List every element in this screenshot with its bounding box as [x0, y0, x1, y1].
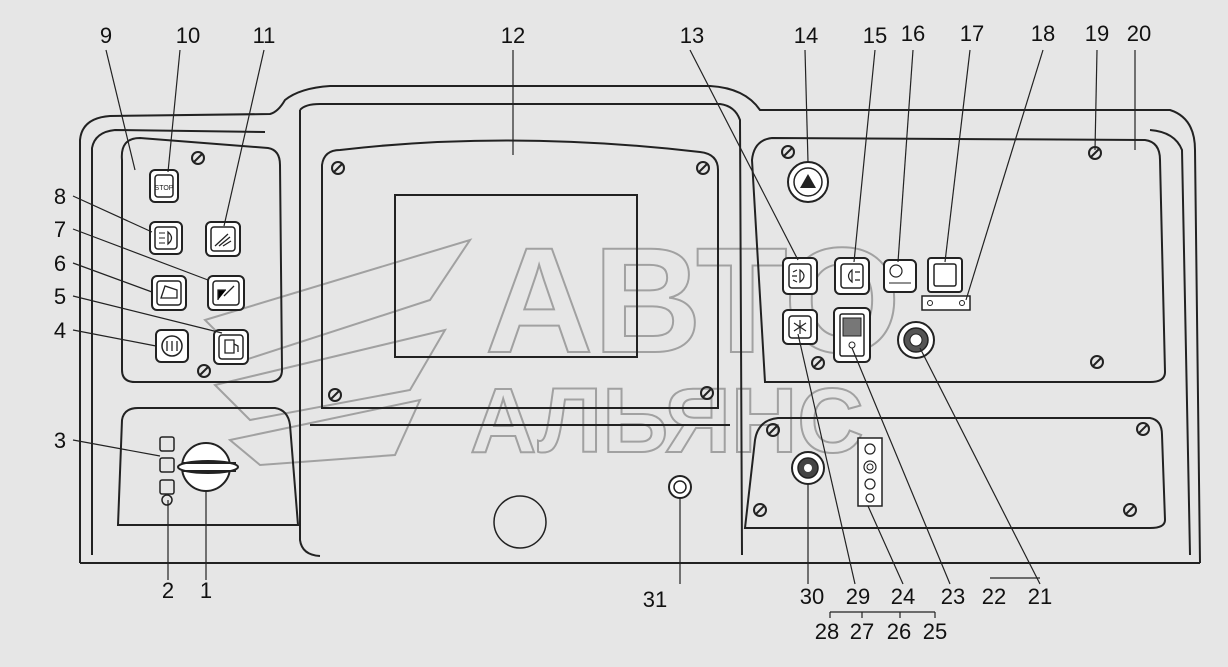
- lamp-icon: [864, 478, 876, 490]
- heater-switch[interactable]: [155, 329, 189, 363]
- callout-7: 7: [54, 217, 66, 242]
- rotary-switch-30[interactable]: [791, 451, 825, 485]
- callout-3: 3: [54, 428, 66, 453]
- screw-icon: [191, 151, 205, 165]
- lamp-icon: [863, 460, 877, 474]
- dashboard-body: [79, 85, 1201, 564]
- battery-icon: [159, 457, 175, 473]
- callout-10: 10: [176, 23, 200, 48]
- callout-9: 9: [100, 23, 112, 48]
- rear-fog-icon: [847, 268, 860, 284]
- wiper-icon: [214, 233, 232, 247]
- fuel-pump-icon: [224, 339, 239, 354]
- headlight-icon: [167, 230, 173, 246]
- indicator-lamp-31[interactable]: [668, 475, 692, 499]
- washer-switch[interactable]: [207, 275, 245, 311]
- callout-1: 1: [200, 578, 212, 603]
- callout-11: 11: [253, 23, 276, 48]
- callout-13: 13: [680, 23, 704, 48]
- auxiliary-knob-21[interactable]: [897, 321, 935, 359]
- callout-4: 4: [54, 318, 66, 343]
- warning-lamp-strip: [857, 437, 883, 507]
- switch-17[interactable]: [927, 257, 963, 293]
- screw-icon: [1090, 355, 1104, 369]
- screw-icon: [197, 364, 211, 378]
- callout-16: 16: [901, 21, 925, 46]
- steering-column-hole: [493, 495, 547, 549]
- callout-12: 12: [501, 23, 525, 48]
- callout-17: 17: [960, 21, 984, 46]
- callout-14: 14: [794, 23, 818, 48]
- stop-button[interactable]: STOP: [149, 169, 179, 203]
- callout-5: 5: [54, 284, 66, 309]
- screw-icon: [696, 161, 710, 175]
- lower-right-screws: [753, 422, 1150, 517]
- right-switch-panel: [750, 136, 1167, 383]
- callout-19: 19: [1085, 21, 1109, 46]
- screw-icon: [331, 161, 345, 175]
- washer-icon: [217, 285, 235, 300]
- callout-25: 25: [923, 619, 947, 644]
- callout-18: 18: [1031, 21, 1055, 46]
- callout-28: 28: [815, 619, 839, 644]
- light-icon: [793, 320, 807, 334]
- screw-icon: [811, 356, 825, 370]
- leader-lines: [72, 49, 1136, 618]
- hazard-button[interactable]: [787, 161, 829, 203]
- wiper-switch[interactable]: [205, 221, 241, 257]
- indicator-strip-18: [921, 295, 971, 311]
- callout-8: 8: [54, 184, 66, 209]
- auxiliary-switch-16[interactable]: [883, 259, 917, 293]
- starter-icon: [159, 479, 175, 495]
- callout-29: 29: [846, 584, 870, 609]
- ignition-switch[interactable]: [177, 442, 239, 492]
- cluster-screws: [328, 161, 714, 402]
- screw-icon: [1123, 503, 1137, 517]
- right-panel-screws: [781, 145, 1104, 370]
- screw-icon: [781, 145, 795, 159]
- key-icon: [159, 436, 175, 452]
- callout-6: 6: [54, 251, 66, 276]
- dump-truck-icon: [160, 285, 178, 299]
- callout-23: 23: [941, 584, 965, 609]
- display-window: [394, 194, 638, 358]
- headlight-switch[interactable]: [149, 221, 183, 255]
- ignition-position-icons: [159, 436, 175, 506]
- lower-right-panel: [743, 417, 1167, 529]
- callout-30: 30: [800, 584, 824, 609]
- stop-label: STOP: [155, 185, 174, 192]
- screw-icon: [700, 386, 714, 400]
- callout-20: 20: [1127, 21, 1151, 46]
- heater-icon: [166, 341, 178, 351]
- fuel-switch[interactable]: [213, 329, 249, 365]
- callout-15: 15: [863, 23, 887, 48]
- screw-icon: [753, 503, 767, 517]
- callout-27: 27: [850, 619, 874, 644]
- callout-24: 24: [891, 584, 915, 609]
- ignition-panel: [116, 407, 300, 526]
- callout-21: 21: [1028, 584, 1052, 609]
- screw-icon: [766, 423, 780, 437]
- lamp-icon: [864, 443, 876, 455]
- beacon-switch[interactable]: [782, 309, 818, 345]
- hazard-icon: [800, 174, 816, 188]
- callout-2: 2: [162, 578, 174, 603]
- tipper-switch[interactable]: [151, 275, 187, 311]
- rear-fog-switch[interactable]: [834, 257, 870, 295]
- screw-icon: [328, 388, 342, 402]
- callout-26: 26: [887, 619, 911, 644]
- instrument-cluster: [321, 139, 719, 409]
- lamp-icon: [865, 493, 875, 503]
- callout-22: 22: [982, 584, 1006, 609]
- callout-31: 31: [643, 587, 667, 612]
- left-switch-panel: [120, 136, 284, 383]
- fog-light-icon: [792, 268, 805, 284]
- gauge-icon: [889, 264, 903, 278]
- cab-light-rocker-switch[interactable]: [833, 307, 871, 363]
- fog-light-switch[interactable]: [782, 257, 818, 295]
- screw-icon: [1136, 422, 1150, 436]
- callout-numbers: 1 2 3 4 5 6 7 8 9 10 11 12 13 14 15 16 1…: [54, 21, 1151, 644]
